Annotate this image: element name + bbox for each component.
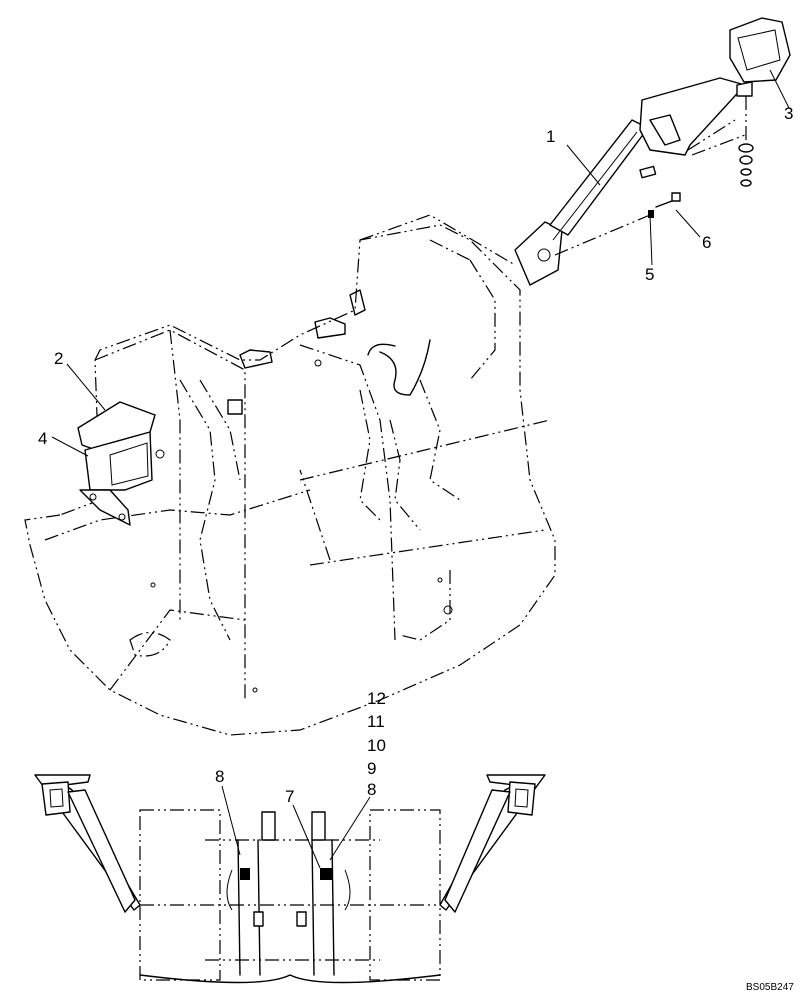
- callout-7: 7: [285, 787, 295, 806]
- callout-9: 9: [367, 759, 377, 778]
- callout-10: 10: [367, 736, 386, 755]
- callout-5: 5: [645, 265, 655, 284]
- bolt-hardware: [639, 165, 681, 218]
- callout-8-left: 8: [215, 767, 225, 786]
- callout-4: 4: [38, 429, 48, 448]
- work-light-3: [729, 17, 791, 187]
- callout-8-right: 8: [367, 780, 377, 799]
- callout-12: 12: [367, 689, 386, 708]
- front-view-inset: [34, 774, 546, 984]
- chassis-frame: [24, 214, 556, 736]
- callout-11: 11: [367, 712, 385, 731]
- leader-lines: [51, 69, 790, 869]
- callout-3: 3: [784, 104, 794, 123]
- arm-assembly-1: [514, 77, 746, 286]
- callout-1: 1: [546, 127, 556, 146]
- callout-6: 6: [702, 233, 712, 252]
- callout-2: 2: [54, 349, 64, 368]
- drawing-code: BS05B247: [746, 982, 794, 993]
- work-light-2: [77, 401, 165, 526]
